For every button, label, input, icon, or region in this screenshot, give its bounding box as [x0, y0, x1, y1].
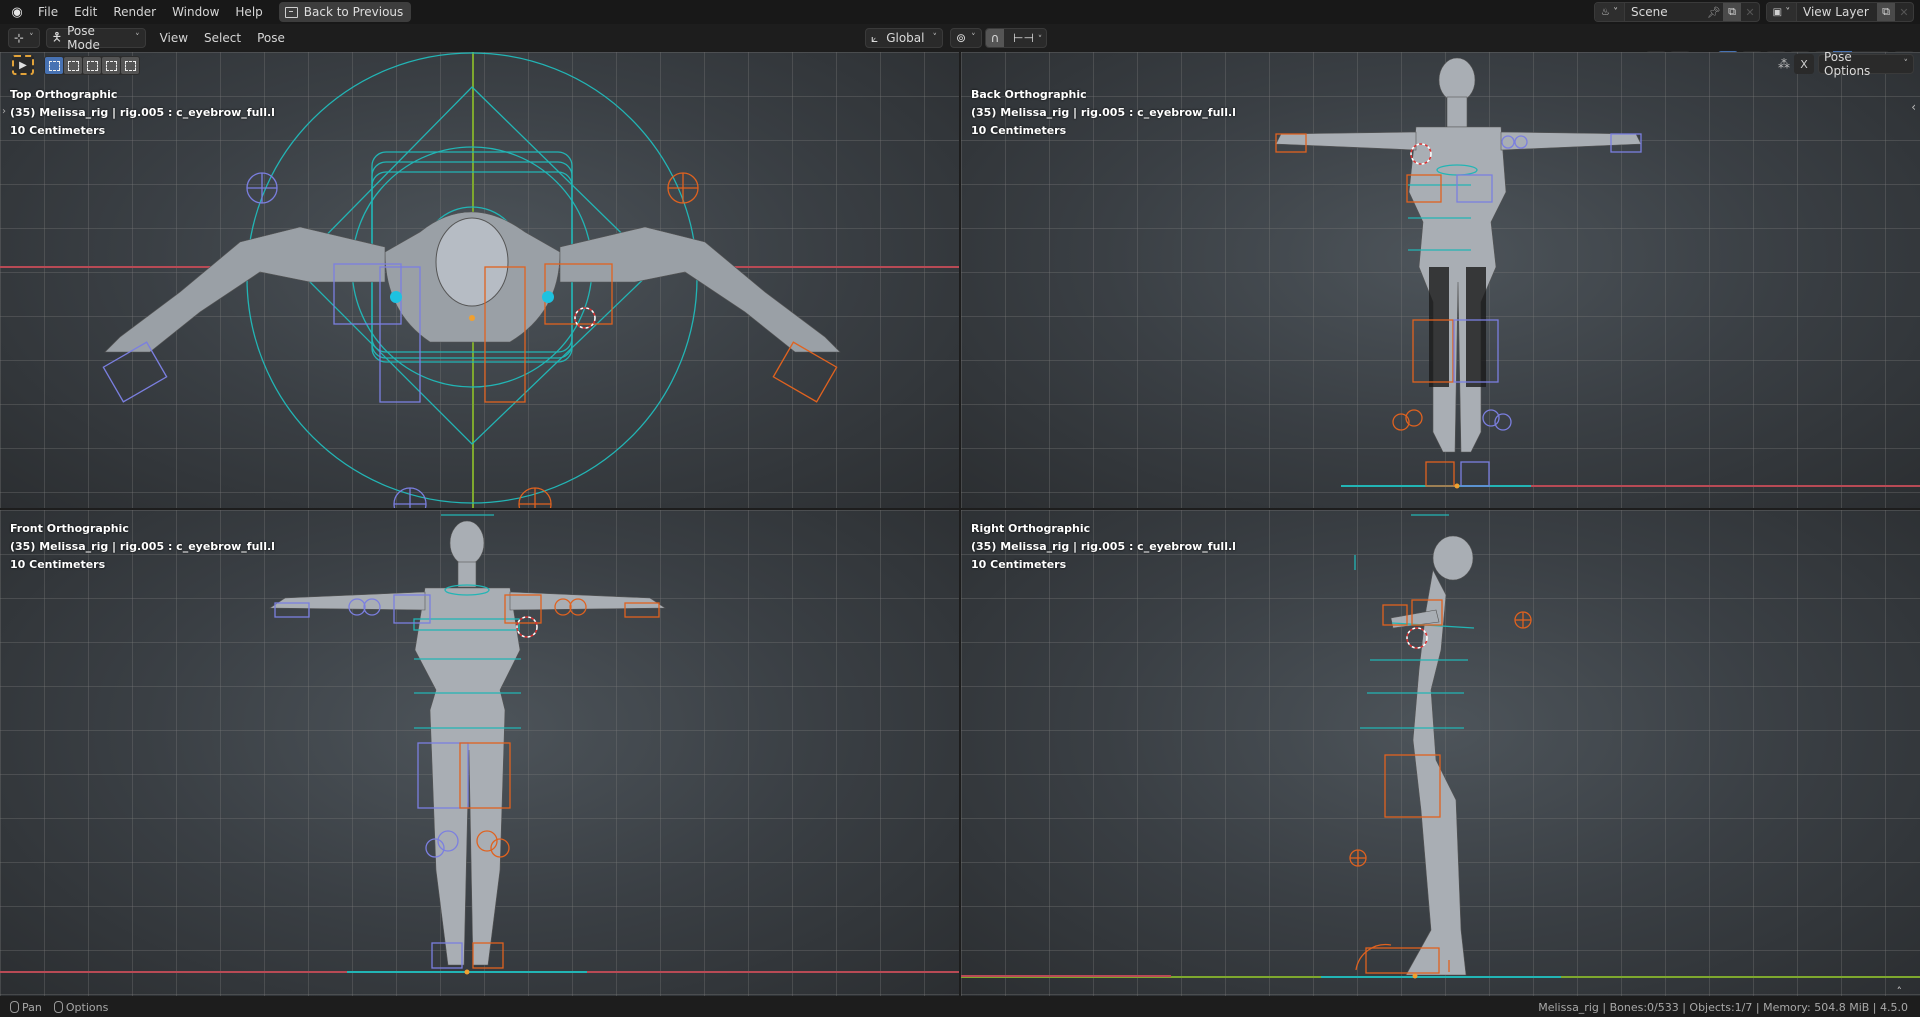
delete-view-layer-icon[interactable]: ✕	[1899, 5, 1909, 19]
status-options-label: Options	[65, 1000, 109, 1014]
cursor-arrow-icon: ▶	[19, 59, 27, 71]
select-tool-button[interactable]: ▶	[12, 55, 34, 75]
editor-type-button[interactable]: ⊹˅	[8, 28, 40, 48]
status-bar: Pan Options Melissa_rig | Bones:0/533 | …	[0, 997, 1920, 1017]
orientation-label: Global	[886, 31, 925, 45]
selection-mode-group	[44, 55, 140, 75]
select-new-icon[interactable]	[45, 56, 63, 74]
blender-logo-icon[interactable]: ◉	[11, 4, 23, 20]
expand-region-chevron-icon[interactable]: ˄	[1896, 985, 1903, 996]
mirror-butterfly-icon: ⁂	[1778, 57, 1790, 71]
expand-toolbar-chevron-icon[interactable]: ›	[2, 106, 6, 117]
x-axis-line	[961, 975, 1171, 977]
viewport-active-object: (35) Melissa_rig | rig.005 : c_eyebrow_f…	[10, 106, 275, 119]
viewport-grid-scale: 10 Centimeters	[10, 558, 106, 571]
status-pan-label: Pan	[22, 1000, 42, 1014]
menu-edit[interactable]: Edit	[74, 5, 98, 19]
back-screen-icon	[284, 6, 298, 18]
snap-magnet-icon[interactable]: ∩	[986, 29, 1004, 47]
chevron-down-icon: ˅	[1903, 59, 1909, 69]
chevron-down-icon: ˅	[932, 33, 937, 43]
mouse-right-icon	[53, 1001, 63, 1013]
pivot-icon: ⊚	[956, 31, 967, 45]
viewport-top-orthographic[interactable]: Top Orthographic (35) Melissa_rig | rig.…	[0, 52, 959, 508]
menu-file[interactable]: File	[38, 5, 59, 19]
viewport-active-object: (35) Melissa_rig | rig.005 : c_eyebrow_f…	[10, 540, 275, 553]
new-view-layer-icon[interactable]: ⧉	[1877, 3, 1895, 21]
select-subtract-icon[interactable]	[83, 56, 101, 74]
menu-select[interactable]: Select	[204, 31, 242, 45]
pose-options-dropdown[interactable]: Pose Options ˅	[1818, 50, 1914, 78]
rig-back-view	[1275, 57, 1642, 489]
pose-options-bar: ⁂ X Pose Options ˅	[1778, 50, 1914, 78]
viewport-back-orthographic[interactable]: Back Orthographic (35) Melissa_rig | rig…	[961, 52, 1920, 508]
menu-help[interactable]: Help	[235, 5, 263, 19]
mouse-middle-icon	[10, 1001, 19, 1013]
select-invert-icon[interactable]	[102, 56, 120, 74]
delete-scene-icon[interactable]: ✕	[1745, 5, 1755, 19]
chevron-down-icon: ˅	[971, 33, 976, 43]
back-to-previous-label: Back to Previous	[303, 5, 404, 19]
x-mirror-toggle[interactable]: X	[1794, 54, 1814, 74]
ground-line	[1321, 976, 1561, 978]
orientation-axes-icon: ⟀	[871, 30, 879, 45]
scene-name-field[interactable]: Scene	[1631, 5, 1668, 19]
menu-render[interactable]: Render	[113, 5, 157, 19]
view-layer-name-field[interactable]: View Layer	[1803, 5, 1869, 19]
new-scene-icon[interactable]: ⧉	[1723, 3, 1741, 21]
viewport-grid-scale: 10 Centimeters	[971, 124, 1067, 137]
x-axis-line	[1341, 485, 1920, 487]
viewport-right-orthographic[interactable]: Right Orthographic (35) Melissa_rig | ri…	[961, 510, 1920, 996]
tool-strip: ▶	[12, 55, 140, 75]
viewport-active-object: (35) Melissa_rig | rig.005 : c_eyebrow_f…	[971, 540, 1236, 553]
viewport-grid-scale: 10 Centimeters	[10, 124, 106, 137]
menu-pose[interactable]: Pose	[257, 31, 285, 45]
pose-figure-icon: 🯅︎	[51, 29, 63, 44]
viewport-front-orthographic[interactable]: Front Orthographic (35) Melissa_rig | ri…	[0, 510, 959, 996]
select-extend-icon[interactable]	[64, 56, 82, 74]
status-info: Melissa_rig | Bones:0/533 | Objects:1/7 …	[1538, 1000, 1908, 1014]
view-layer-selector: ▣ ˅ View Layer ⧉ ✕	[1766, 2, 1914, 22]
chevron-down-icon: ˅	[29, 33, 34, 43]
viewport-title: Front Orthographic	[10, 522, 129, 535]
back-to-previous-button[interactable]: Back to Previous	[278, 2, 412, 22]
view-layer-type-icon[interactable]: ▣ ˅	[1767, 3, 1797, 21]
rig-top-view	[102, 52, 841, 508]
viewport-title: Top Orthographic	[10, 88, 118, 101]
viewport-grid-scale: 10 Centimeters	[971, 558, 1067, 571]
sidebar-toggle-chevron-icon[interactable]: ‹	[1911, 100, 1916, 114]
menu-view[interactable]: View	[159, 31, 189, 45]
viewport-active-object: (35) Melissa_rig | rig.005 : c_eyebrow_f…	[971, 106, 1236, 119]
rig-side-view	[1349, 514, 1532, 979]
mode-selector[interactable]: 🯅︎ Pose Mode ˅	[45, 24, 146, 52]
viewport-header: ⊹˅ 🯅︎ Pose Mode ˅ View Select Pose ⟀ Glo…	[0, 24, 1920, 71]
top-menu-bar: ◉ File Edit Render Window Help Back to P…	[0, 0, 1920, 24]
scene-selector: ♨ ˅ Scene 📌︎ ⧉ ✕	[1594, 2, 1760, 22]
viewport-title: Back Orthographic	[971, 88, 1087, 101]
pivot-point-dropdown[interactable]: ⊚˅	[950, 28, 982, 48]
pin-icon[interactable]: 📌︎	[1707, 5, 1721, 19]
snap-increment-icon[interactable]: ⊢⊣ ˅	[1013, 31, 1043, 45]
chevron-down-icon: ˅	[135, 33, 140, 43]
mode-label: Pose Mode	[67, 24, 100, 52]
rig-front-view	[269, 514, 666, 975]
3d-viewport-icon: ⊹	[14, 31, 25, 45]
pose-options-label: Pose Options	[1824, 50, 1871, 78]
menu-window[interactable]: Window	[172, 5, 220, 19]
viewport-title: Right Orthographic	[971, 522, 1091, 535]
select-intersect-icon[interactable]	[121, 56, 139, 74]
transform-orientation-dropdown[interactable]: ⟀ Global ˅	[865, 28, 943, 48]
snapping-group: ∩ ⊢⊣ ˅	[985, 28, 1048, 48]
scene-type-icon[interactable]: ♨ ˅	[1595, 3, 1625, 21]
